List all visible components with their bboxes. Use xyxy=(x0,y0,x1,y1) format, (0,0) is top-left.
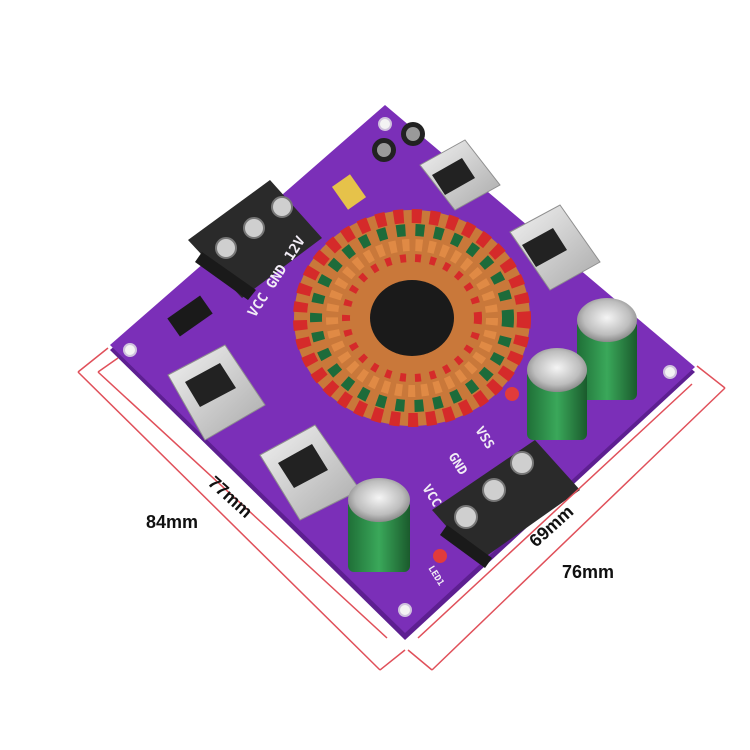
led-red-icon xyxy=(505,387,519,401)
screw-icon xyxy=(482,478,506,502)
dimension-label-76mm: 76mm xyxy=(562,562,614,582)
mount-hole-top xyxy=(378,117,392,131)
screw-icon xyxy=(454,505,478,529)
output-terminal-block xyxy=(432,440,580,568)
mount-hole-right xyxy=(663,365,677,379)
screw-icon xyxy=(243,217,265,239)
screw-icon xyxy=(271,196,293,218)
heatsink-left-1 xyxy=(167,344,266,441)
led-red-icon xyxy=(433,549,447,563)
dimension-lines-left xyxy=(77,347,406,671)
toroid-inductor xyxy=(293,209,531,427)
small-components xyxy=(167,122,425,337)
screw-icon xyxy=(510,451,534,475)
input-terminal-block xyxy=(188,180,322,300)
mount-hole-bottom xyxy=(398,603,412,617)
dimension-lines-right xyxy=(407,365,726,671)
capacitor-right-2 xyxy=(527,348,587,440)
dimension-label-84mm: 84mm xyxy=(146,512,198,532)
capacitor-bottom xyxy=(348,478,410,572)
heatsink-top-1 xyxy=(419,139,501,211)
heatsink-top-2 xyxy=(509,204,601,291)
capacitor-right-1 xyxy=(577,298,637,400)
mount-hole-left xyxy=(123,343,137,357)
screw-icon xyxy=(215,237,237,259)
